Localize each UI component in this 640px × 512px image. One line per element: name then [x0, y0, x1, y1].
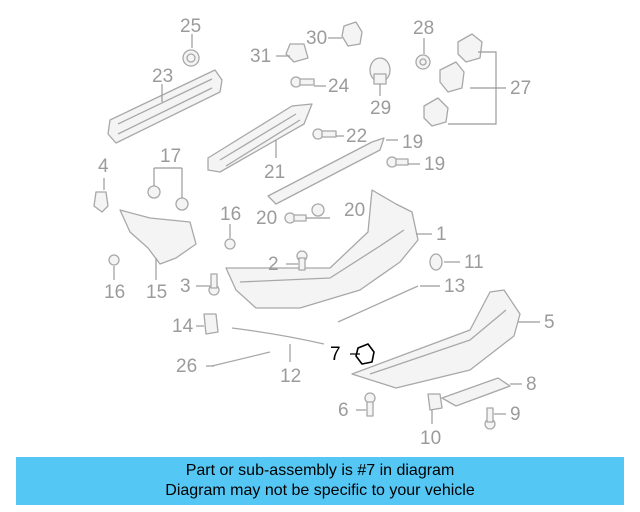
callout-24: 24	[328, 76, 350, 97]
part-31-clip	[285, 43, 309, 63]
callout-17: 17	[160, 146, 181, 167]
callout-22: 22	[346, 126, 367, 147]
info-banner: Part or sub-assembly is #7 in diagram Di…	[16, 457, 624, 505]
callout-numbers: 25 23 31 30 24 29 28 27 22 19 19 21 20 2…	[98, 16, 555, 449]
callout-12: 12	[280, 366, 301, 387]
callout-10: 10	[420, 428, 441, 449]
callout-27: 27	[510, 78, 531, 99]
part-6-bolt	[364, 392, 376, 417]
callout-15: 15	[146, 282, 167, 303]
part-2-bolt	[296, 250, 308, 271]
part-8-plate	[441, 377, 511, 407]
part-15-guard	[119, 209, 197, 265]
part-27-sensors	[423, 33, 483, 127]
leader-lines	[103, 34, 540, 424]
part-19-bolt	[284, 156, 409, 224]
part-23-reinforcement	[107, 69, 223, 144]
part-29-cap	[369, 57, 391, 85]
callout-2: 2	[268, 254, 279, 275]
banner-line-1: Part or sub-assembly is #7 in diagram	[185, 462, 455, 479]
callout-25: 25	[180, 16, 201, 37]
callout-21: 21	[264, 162, 285, 183]
callout-1: 1	[436, 224, 447, 245]
part-13-strip	[337, 285, 419, 323]
callout-7-highlighted: 7	[330, 344, 341, 365]
callout-9: 9	[510, 404, 521, 425]
callout-6: 6	[338, 400, 349, 421]
callout-23: 23	[152, 66, 173, 87]
callout-4: 4	[98, 156, 109, 177]
part-3-bolt	[208, 273, 220, 296]
part-7-bracket-highlighted	[355, 343, 375, 365]
callout-28: 28	[413, 18, 434, 39]
part-4-clip	[93, 191, 109, 213]
part-20-nut	[311, 203, 325, 217]
part-14-clip	[203, 313, 219, 335]
callout-14: 14	[172, 316, 194, 337]
callout-29: 29	[370, 98, 391, 119]
part-22-bolt	[312, 128, 337, 140]
callout-16-upper: 16	[220, 204, 241, 225]
part-21-absorber	[207, 103, 313, 173]
banner-line-2: Diagram may not be specific to your vehi…	[165, 482, 475, 499]
part-16-bolt	[108, 238, 236, 266]
part-5-diffuser	[351, 289, 521, 389]
callout-11: 11	[464, 252, 484, 273]
part-24-bolt	[290, 76, 315, 88]
callout-13: 13	[444, 276, 465, 297]
callout-30: 30	[306, 28, 327, 49]
callout-19-left: 20	[256, 208, 277, 229]
part-30-clip	[341, 21, 363, 47]
part-25-grommet	[182, 49, 200, 67]
parts-diagram: 25 23 31 30 24 29 28 27 22 19 19 21 20 2…	[93, 16, 555, 449]
part-10-clip	[427, 393, 443, 411]
callout-26: 26	[176, 356, 197, 377]
callout-8: 8	[526, 374, 537, 395]
callout-3: 3	[180, 276, 191, 297]
part-18-bracket	[267, 137, 385, 205]
callout-19-right: 19	[424, 154, 445, 175]
part-12-molding	[231, 327, 325, 345]
callout-31: 31	[250, 46, 271, 67]
callout-5: 5	[544, 312, 555, 333]
part-1-bumper-cover	[225, 189, 419, 309]
callout-20: 20	[344, 200, 365, 221]
part-26-molding	[211, 351, 271, 367]
part-28-grommet	[415, 54, 431, 70]
callout-16-lower: 16	[104, 282, 125, 303]
part-9-bolt	[484, 407, 496, 430]
part-11-ring	[429, 253, 443, 271]
callout-18: 19	[402, 132, 423, 153]
